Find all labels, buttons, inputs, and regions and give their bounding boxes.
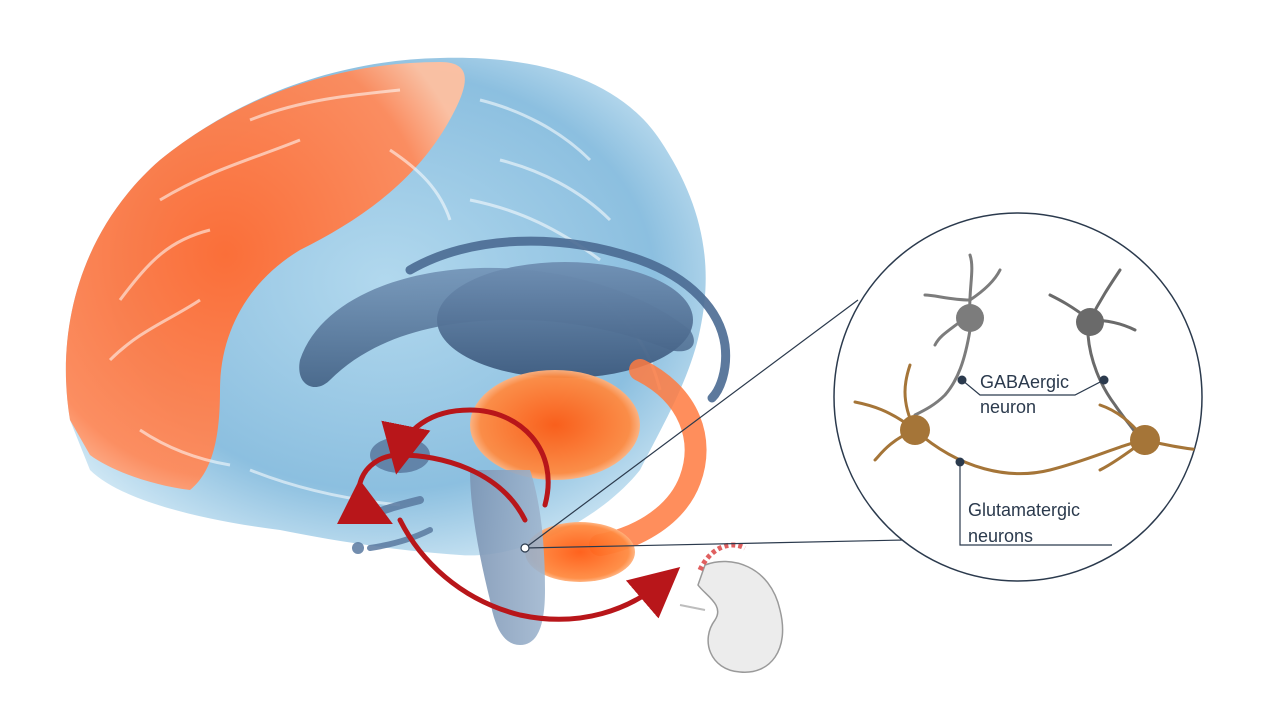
thalamus bbox=[437, 262, 693, 378]
amygdala-region bbox=[525, 522, 635, 582]
caudate-tail bbox=[589, 359, 707, 556]
glut-leader-dot bbox=[955, 457, 965, 467]
neuron-illustration bbox=[853, 253, 1202, 476]
zoom-lines bbox=[524, 299, 906, 549]
frontal-cortex bbox=[65, 62, 465, 490]
gaba-leader-dot-left bbox=[957, 375, 967, 385]
gaba-neuron-right-soma bbox=[1076, 308, 1104, 336]
callout-circle bbox=[833, 212, 1203, 582]
glut-label-line1: Glutamatergic bbox=[968, 500, 1081, 520]
glut-label-line2: neurons bbox=[968, 526, 1034, 546]
gaba-neuron-left-soma bbox=[956, 304, 984, 332]
gaba-label-line2: neuron bbox=[980, 397, 1037, 417]
adrenal-cortex bbox=[697, 542, 747, 572]
zoom-origin-dot bbox=[520, 543, 530, 553]
fornix bbox=[405, 236, 731, 403]
glut-neuron-right-soma bbox=[1130, 425, 1160, 455]
brainstem bbox=[470, 470, 545, 645]
striatum bbox=[470, 370, 640, 480]
adrenal-vessel bbox=[679, 604, 706, 611]
gaba-label-line1: GABAergic bbox=[980, 372, 1070, 392]
label-leaders bbox=[959, 379, 1112, 546]
gaba-leader-dot-right bbox=[1099, 375, 1109, 385]
adrenal-gland bbox=[697, 560, 784, 673]
neural-pathway-arrows bbox=[336, 407, 681, 622]
glut-neuron-left-soma bbox=[900, 415, 930, 445]
